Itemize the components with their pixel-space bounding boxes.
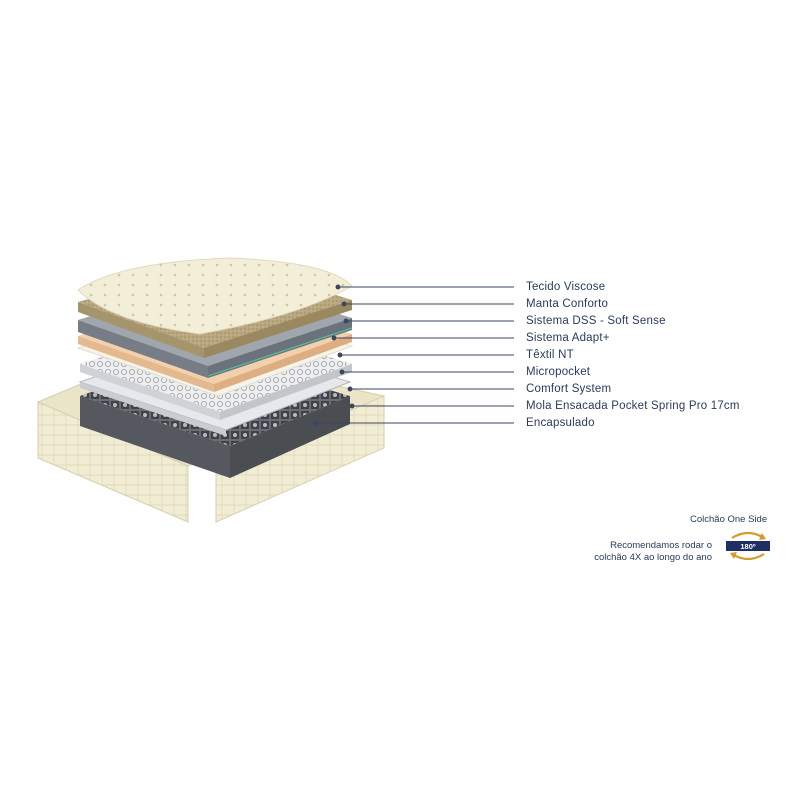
rotation-title: Colchão One Side bbox=[690, 514, 768, 525]
layer-label-sistema-adapt: Sistema Adapt+ bbox=[526, 332, 610, 344]
rotation-text-line1: Recomendamos rodar o bbox=[610, 540, 712, 551]
layer-label-manta-conforto: Manta Conforto bbox=[526, 298, 609, 310]
layer-label-mola-ensacada: Mola Ensacada Pocket Spring Pro 17cm bbox=[526, 400, 740, 412]
tecido-viscose-layer bbox=[77, 257, 353, 335]
layer-label-sistema-dss: Sistema DSS - Soft Sense bbox=[526, 315, 666, 327]
layer-label-micropocket: Micropocket bbox=[526, 366, 591, 378]
layer-label-textil-nt: Têxtil NT bbox=[526, 349, 574, 361]
rotate-180-icon: 180º bbox=[726, 531, 770, 561]
rotation-text-line2: colchão 4X ao longo do ano bbox=[594, 552, 712, 563]
layer-label-tecido-viscose: Tecido Viscose bbox=[526, 281, 606, 293]
rotation-recommendation: Recomendamos rodar o colchão 4X ao longo… bbox=[552, 540, 712, 564]
layer-label-encapsulado: Encapsulado bbox=[526, 417, 595, 429]
rotation-badge-text: 180º bbox=[740, 542, 756, 551]
layer-label-comfort-system: Comfort System bbox=[526, 383, 612, 395]
leader-lines bbox=[313, 284, 514, 426]
